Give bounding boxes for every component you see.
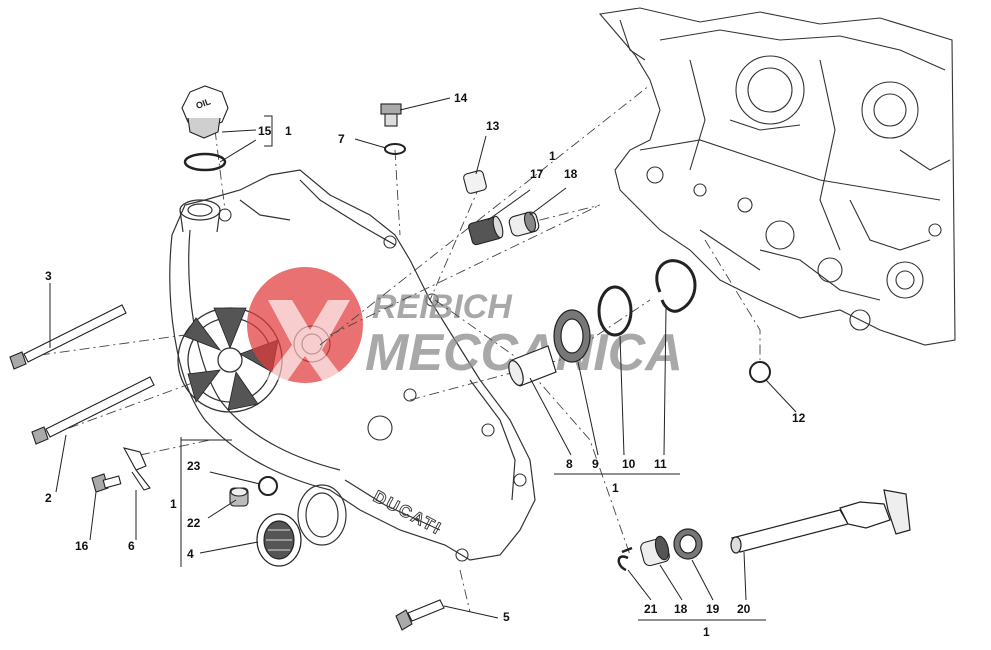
callout-9: 9	[592, 457, 599, 471]
callout-18-lower: 18	[674, 602, 688, 616]
callout-numbers: 15 1 14 7 13 1 17 18 3 2 16 6 23 1 22 4 …	[45, 91, 806, 639]
circlip-21	[617, 546, 633, 572]
callout-2: 2	[45, 491, 52, 505]
callout-22: 22	[187, 516, 201, 530]
seal-19	[673, 528, 703, 560]
callout-19: 19	[706, 602, 720, 616]
plug-14	[380, 103, 402, 127]
callout-14: 14	[454, 91, 468, 105]
watermark-line1: REIBICH	[372, 288, 513, 326]
cover-bolt-bosses	[218, 208, 527, 562]
callout-4: 4	[187, 547, 194, 561]
bush-18-upper	[508, 211, 540, 237]
callout-21: 21	[644, 602, 658, 616]
callout-10: 10	[622, 457, 636, 471]
callout-3: 3	[45, 269, 52, 283]
callout-12: 12	[792, 411, 806, 425]
engine-crankcase	[598, 7, 956, 346]
screw-16	[91, 473, 122, 493]
callout-8: 8	[566, 457, 573, 471]
sight-glass-opening	[297, 484, 347, 546]
needle-bearing-17	[468, 215, 504, 246]
callout-1-right: 1	[612, 481, 619, 495]
callout-1-left: 1	[170, 497, 177, 511]
circlip-11	[655, 259, 697, 313]
callout-1-cap: 1	[285, 124, 292, 138]
sight-glass-4	[256, 513, 302, 567]
bolt-3	[9, 304, 127, 370]
callout-5: 5	[503, 610, 510, 624]
callout-23: 23	[187, 459, 201, 473]
callout-17: 17	[530, 167, 544, 181]
callout-1-bottom: 1	[703, 625, 710, 639]
clip-6	[122, 447, 151, 491]
callout-16: 16	[75, 539, 89, 553]
callout-18-upper: 18	[564, 167, 578, 181]
alignment-lines	[39, 84, 761, 613]
bolt-5	[395, 599, 445, 631]
bolt-2	[31, 376, 155, 445]
plug-22	[229, 487, 249, 507]
callout-6: 6	[128, 539, 135, 553]
callout-13: 13	[486, 119, 500, 133]
seal-9	[553, 309, 591, 363]
dowel-pin-13	[463, 170, 487, 194]
bush-18-lower	[640, 535, 670, 567]
callout-20: 20	[737, 602, 751, 616]
ducati-embossing: DUCATI	[370, 487, 445, 539]
oil-cap-lettering: OIL	[194, 96, 212, 111]
washer-7	[384, 143, 406, 155]
leader-lines	[49, 97, 797, 621]
o-ring-23	[258, 476, 278, 496]
callout-7: 7	[338, 132, 345, 146]
callout-1-upper: 1	[549, 149, 556, 163]
o-ring-12	[749, 361, 771, 383]
callout-11: 11	[654, 457, 667, 471]
callout-15: 15	[258, 124, 272, 138]
oil-cap-o-ring	[183, 152, 227, 172]
sleeve-8	[508, 345, 557, 387]
clutch-lever-shaft-20	[730, 489, 911, 554]
watermark-logo	[247, 267, 363, 383]
washer-10	[597, 285, 633, 337]
oil-filler-cap: OIL	[181, 85, 229, 139]
